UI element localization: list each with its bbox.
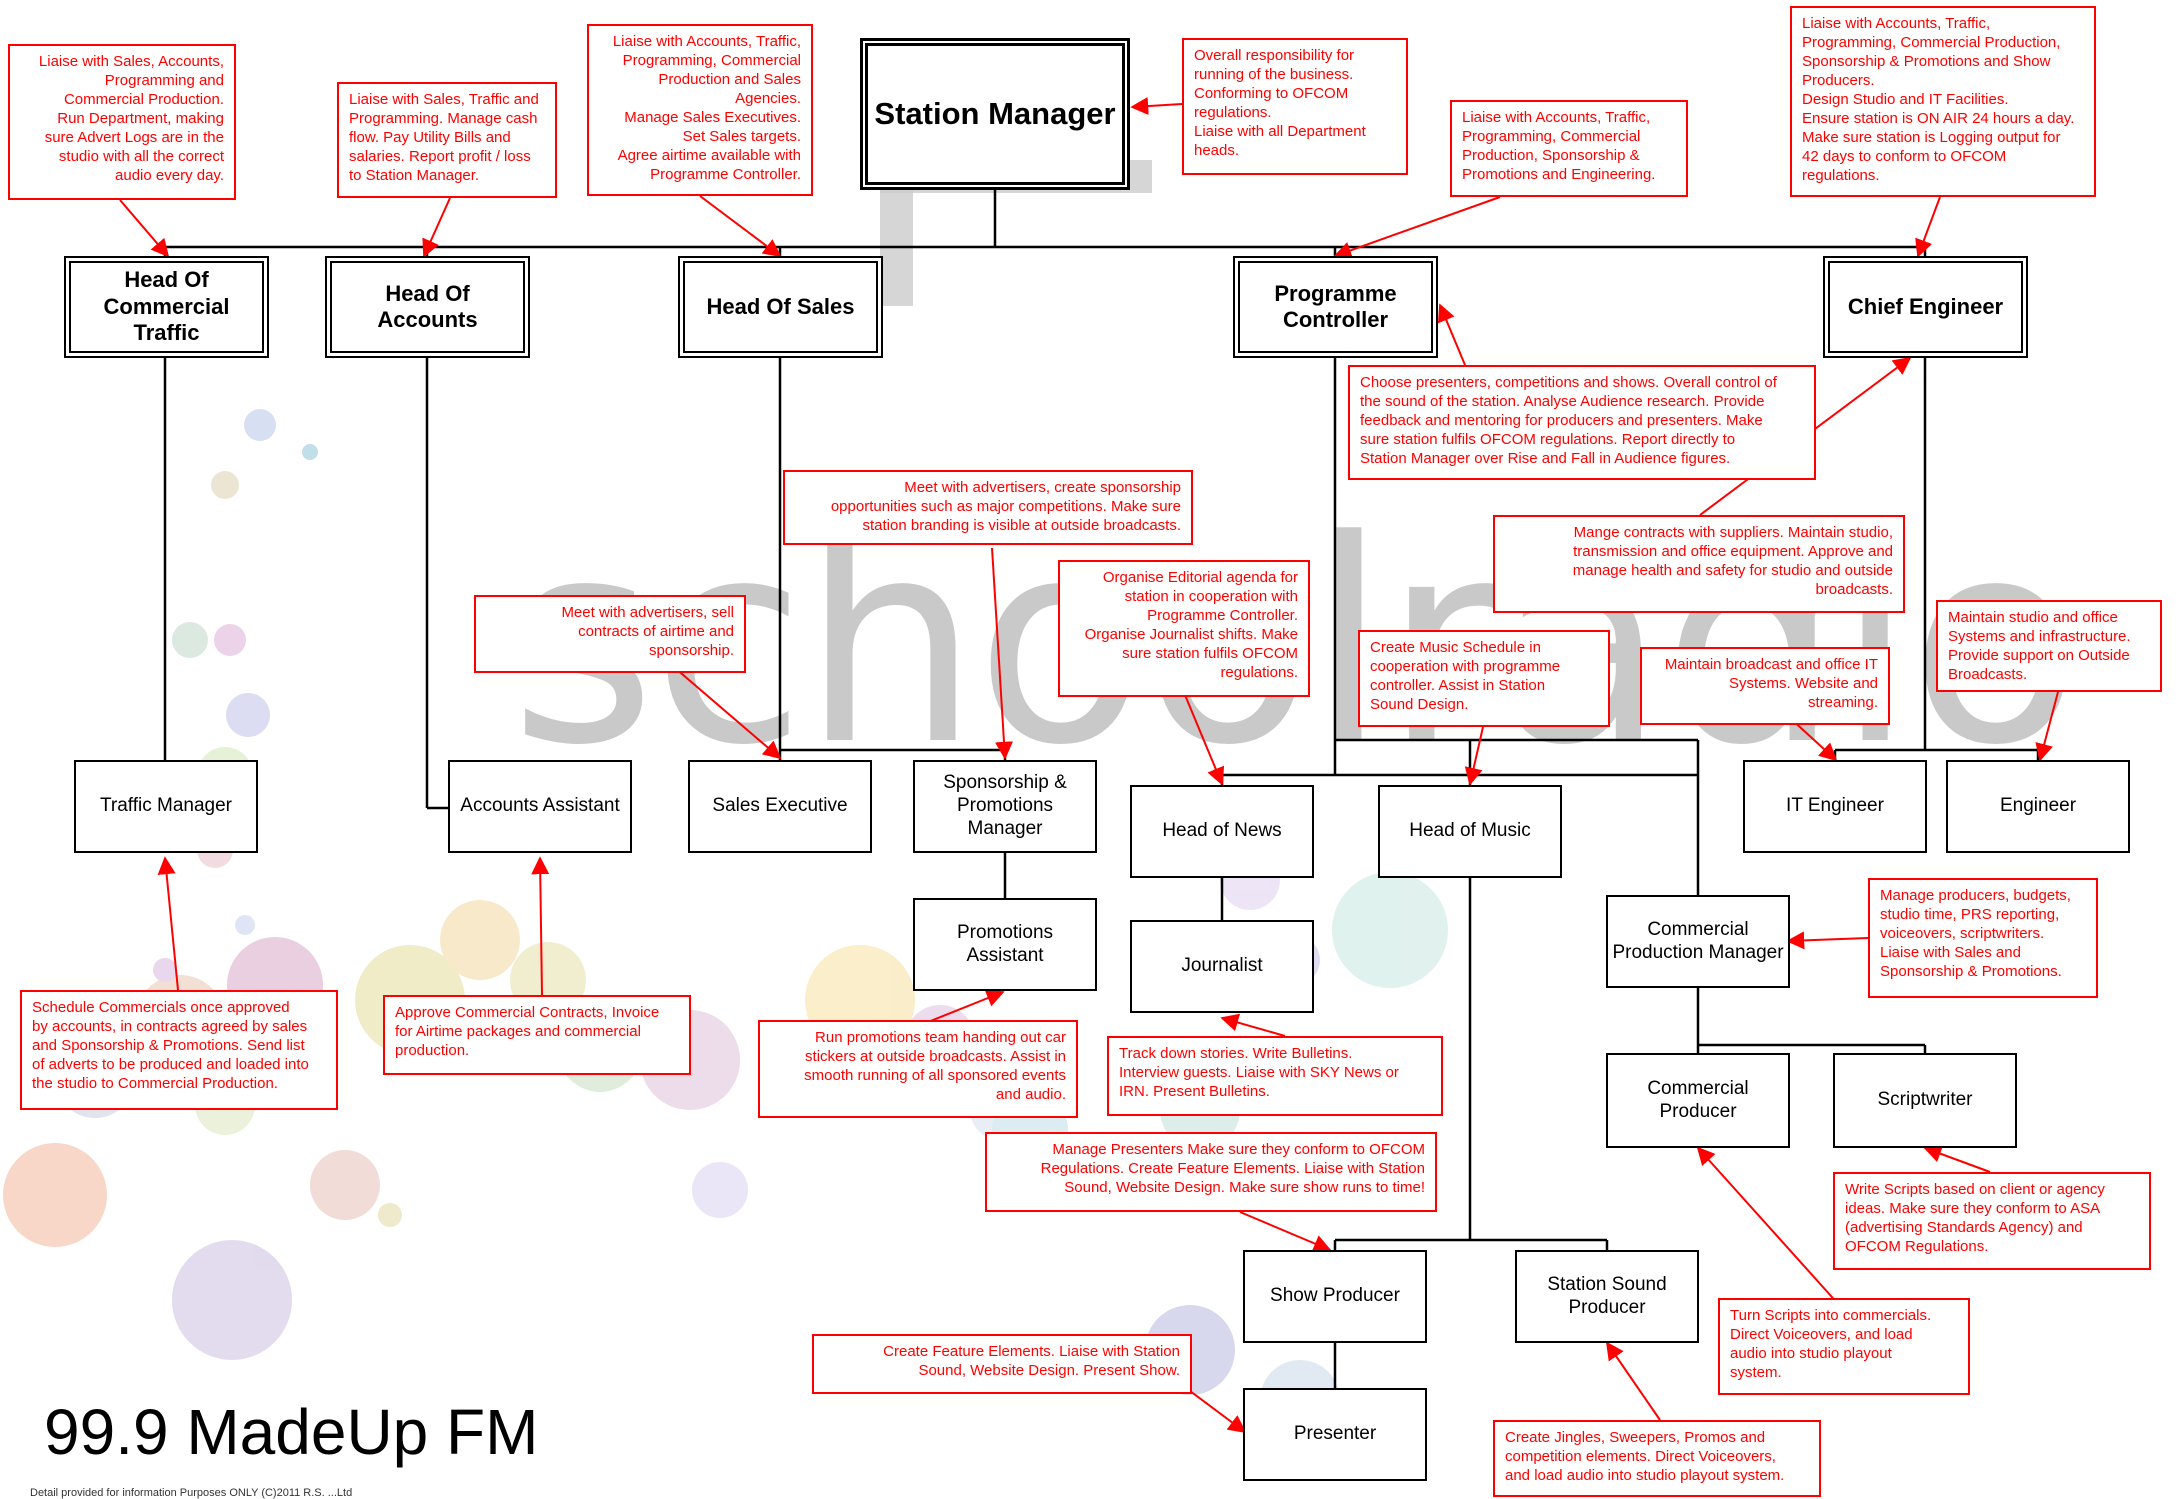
- role-label: Programme Controller: [1274, 280, 1397, 332]
- note-chief-engineer-duties: Mange contracts with suppliers. Maintain…: [1493, 515, 1905, 613]
- note-show-producer: Manage Presenters Make sure they conform…: [985, 1132, 1437, 1212]
- role-head-commercial-traffic: Head Of Commercial Traffic: [64, 256, 269, 358]
- role-show-producer: Show Producer: [1243, 1250, 1427, 1343]
- role-label: Head Of Commercial Traffic: [103, 267, 230, 346]
- note-sales-executive: Meet with advertisers, sell contracts of…: [474, 595, 746, 673]
- role-label: Journalist: [1181, 955, 1263, 977]
- role-presenter: Presenter: [1243, 1388, 1427, 1481]
- note-accounts-assistant: Approve Commercial Contracts, Invoice fo…: [383, 995, 691, 1075]
- note-head-accounts: Liaise with Sales, Traffic and Programmi…: [337, 82, 557, 198]
- role-engineer: Engineer: [1946, 760, 2130, 853]
- note-presenter: Create Feature Elements. Liaise with Sta…: [812, 1334, 1192, 1394]
- role-label: Engineer: [1999, 795, 2077, 817]
- note-head-of-news: Organise Editorial agenda for station in…: [1058, 560, 1310, 697]
- role-scriptwriter: Scriptwriter: [1833, 1053, 2017, 1148]
- role-chief-engineer: Chief Engineer: [1823, 256, 2028, 358]
- role-label: Commercial Producer: [1647, 1077, 1749, 1122]
- role-accounts-assistant: Accounts Assistant: [448, 760, 632, 853]
- role-label: Promotions Assistant: [956, 921, 1054, 966]
- role-label: Accounts Assistant: [460, 795, 620, 817]
- role-head-sales: Head Of Sales: [678, 256, 883, 358]
- role-label: Traffic Manager: [100, 795, 232, 817]
- note-traffic-manager: Schedule Commercials once approved by ac…: [20, 990, 338, 1110]
- role-label: Chief Engineer: [1847, 293, 2004, 319]
- role-it-engineer: IT Engineer: [1743, 760, 1927, 853]
- station-title: 99.9 MadeUp FM: [44, 1396, 539, 1468]
- note-commercial-production-manager: Manage producers, budgets, studio time, …: [1868, 878, 2098, 998]
- role-sponsorship-promotions-manager: Sponsorship & Promotions Manager: [913, 760, 1097, 853]
- footer-note: Detail provided for information Purposes…: [30, 1487, 353, 1499]
- role-commercial-production-manager: Commercial Production Manager: [1606, 895, 1790, 988]
- note-sponsorship-manager: Meet with advertisers, create sponsorshi…: [783, 470, 1193, 545]
- note-scriptwriter: Write Scripts based on client or agency …: [1833, 1172, 2151, 1270]
- role-label: Sales Executive: [712, 795, 848, 817]
- role-station-sound-producer: Station Sound Producer: [1515, 1250, 1699, 1343]
- role-label: Head of Music: [1409, 820, 1531, 842]
- role-journalist: Journalist: [1130, 920, 1314, 1013]
- role-label: Commercial Production Manager: [1612, 918, 1784, 963]
- note-programme-controller-duties: Choose presenters, competitions and show…: [1348, 365, 1816, 480]
- role-commercial-producer: Commercial Producer: [1606, 1053, 1790, 1148]
- role-head-of-music: Head of Music: [1378, 785, 1562, 878]
- note-it-engineer: Maintain broadcast and office IT Systems…: [1640, 647, 1890, 725]
- role-label: Station Manager: [874, 96, 1116, 132]
- role-label: Head Of Sales: [706, 293, 855, 319]
- note-station-sound-producer: Create Jingles, Sweepers, Promos and com…: [1493, 1420, 1821, 1497]
- role-programme-controller: Programme Controller: [1233, 256, 1438, 358]
- note-commercial-producer: Turn Scripts into commercials. Direct Vo…: [1718, 1298, 1970, 1395]
- note-head-sales: Liaise with Accounts, Traffic, Programmi…: [587, 24, 813, 196]
- role-label: Show Producer: [1270, 1285, 1400, 1307]
- role-station-manager: Station Manager: [860, 38, 1130, 190]
- note-programme-controller: Liaise with Accounts, Traffic, Programmi…: [1450, 100, 1688, 197]
- role-sales-executive: Sales Executive: [688, 760, 872, 853]
- note-chief-engineer: Liaise with Accounts, Traffic, Programmi…: [1790, 6, 2096, 197]
- note-head-traffic: Liaise with Sales, Accounts, Programming…: [8, 44, 236, 200]
- role-label: Head of News: [1162, 820, 1282, 842]
- note-head-of-music: Create Music Schedule in cooperation wit…: [1358, 630, 1610, 727]
- role-label: Scriptwriter: [1877, 1089, 1973, 1111]
- role-head-accounts: Head Of Accounts: [325, 256, 530, 358]
- role-label: IT Engineer: [1786, 795, 1884, 817]
- role-head-of-news: Head of News: [1130, 785, 1314, 878]
- note-journalist: Track down stories. Write Bulletins. Int…: [1107, 1036, 1443, 1116]
- role-label: Head Of Accounts: [377, 280, 478, 332]
- role-label: Presenter: [1293, 1423, 1377, 1445]
- role-label: Sponsorship & Promotions Manager: [943, 772, 1067, 839]
- role-traffic-manager: Traffic Manager: [74, 760, 258, 853]
- note-station-manager: Overall responsibility for running of th…: [1182, 38, 1408, 175]
- role-promotions-assistant: Promotions Assistant: [913, 898, 1097, 991]
- note-promotions-assistant: Run promotions team handing out car stic…: [758, 1020, 1078, 1118]
- role-label: Station Sound Producer: [1547, 1273, 1667, 1318]
- note-engineer: Maintain studio and office Systems and i…: [1936, 600, 2162, 692]
